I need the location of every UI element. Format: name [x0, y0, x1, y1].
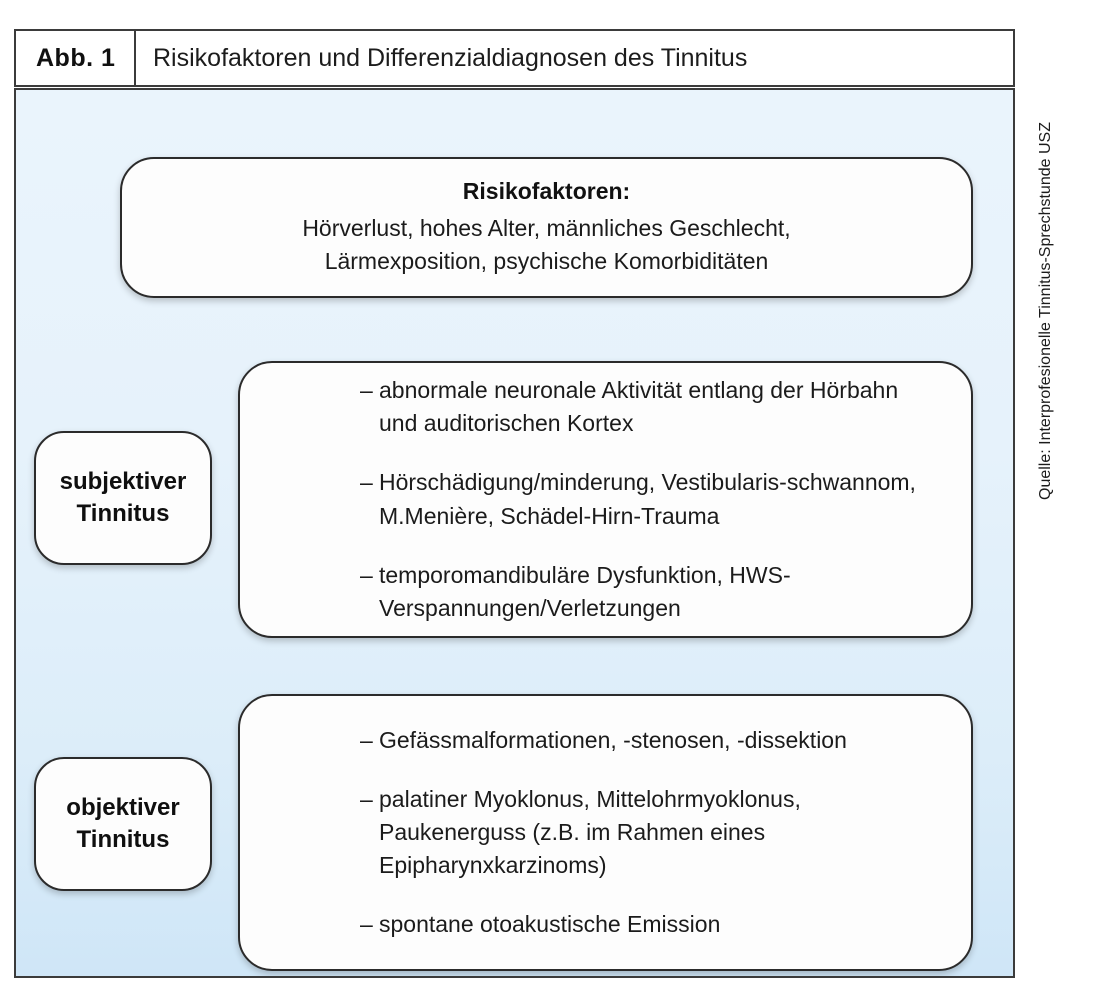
objective-label-line-2: Tinnitus [76, 826, 170, 853]
list-item: – temporomandibuläre Dysfunktion, HWS-Ve… [360, 559, 937, 625]
source-credit: Quelle: Interprofesionelle Tinnitus-Spre… [1037, 122, 1054, 500]
list-item-text: Gefässmalformationen, -stenosen, -dissek… [379, 726, 847, 753]
risk-factors-line-1: Hörverlust, hohes Alter, männliches Gesc… [302, 214, 791, 241]
risk-factors-line-2: Lärmexposition, psychische Komorbiditäte… [324, 247, 769, 274]
list-item-text: abnormale neuronale Aktivität entlang de… [379, 377, 899, 437]
figure-caption-bar: Abb. 1 Risikofaktoren und Differenzialdi… [14, 29, 1015, 87]
risk-factors-card: Risikofaktoren: Hörverlust, hohes Alter,… [120, 157, 973, 298]
figure-number-label: Abb. 1 [16, 31, 136, 85]
objective-label-line-1: objektiver [66, 794, 180, 822]
subjective-tinnitus-card: – abnormale neuronale Aktivität entlang … [238, 361, 973, 638]
subjective-label-line-2: Tinnitus [76, 500, 170, 527]
bullet-dash-icon: – [360, 561, 373, 588]
list-item-text: spontane otoakustische Emission [379, 911, 721, 938]
list-item-text: Hörschädigung/minderung, Vestibularis-sc… [379, 469, 916, 529]
list-item: – Gefässmalformationen, -stenosen, -diss… [360, 724, 937, 757]
list-item-text: palatiner Myoklonus, Mittelohrmyoklonus,… [379, 785, 801, 879]
subjective-tinnitus-label: subjektiver Tinnitus [34, 431, 212, 565]
bullet-dash-icon: – [360, 785, 373, 812]
figure-container: Abb. 1 Risikofaktoren und Differenzialdi… [14, 29, 1015, 978]
diagram-panel: Risikofaktoren: Hörverlust, hohes Alter,… [14, 88, 1015, 978]
list-item: – abnormale neuronale Aktivität entlang … [360, 374, 937, 440]
subjective-label-line-1: subjektiver [59, 468, 187, 496]
list-item: – spontane otoakustische Emission [360, 908, 937, 941]
bullet-dash-icon: – [360, 726, 373, 753]
bullet-dash-icon: – [360, 377, 373, 404]
figure-title: Risikofaktoren und Differenzialdiagnosen… [153, 43, 748, 72]
list-item: – palatiner Myoklonus, Mittelohrmyoklonu… [360, 783, 937, 882]
bullet-dash-icon: – [360, 469, 373, 496]
objective-tinnitus-label: objektiver Tinnitus [34, 757, 212, 891]
list-item-text: temporomandibuläre Dysfunktion, HWS-Vers… [379, 561, 791, 621]
bullet-dash-icon: – [360, 911, 373, 938]
list-item: – Hörschädigung/minderung, Vestibularis-… [360, 466, 937, 532]
objective-tinnitus-card: – Gefässmalformationen, -stenosen, -diss… [238, 694, 973, 971]
risk-factors-heading: Risikofaktoren: [462, 177, 631, 204]
